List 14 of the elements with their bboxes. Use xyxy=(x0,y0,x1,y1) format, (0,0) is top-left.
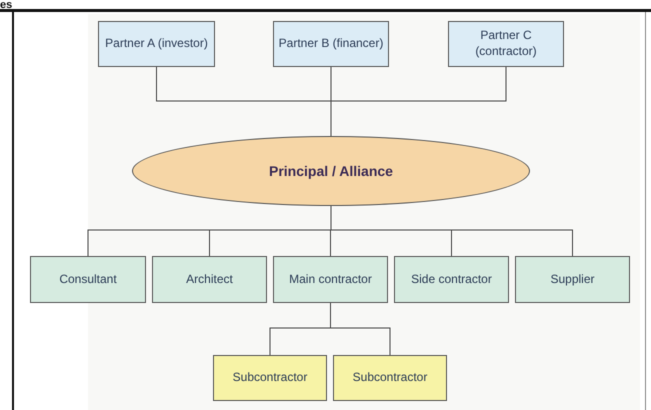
org-box: Partner C (contractor) xyxy=(448,21,564,67)
connector-line xyxy=(330,302,390,356)
org-box: Subcontractor xyxy=(213,355,327,401)
org-box: Partner A (investor) xyxy=(98,21,215,67)
org-box: Supplier xyxy=(515,256,630,303)
heading-fragment: es xyxy=(0,0,12,11)
org-box: Main contractor xyxy=(273,256,388,303)
org-box: Consultant xyxy=(30,256,146,303)
org-box: Side contractor xyxy=(394,256,509,303)
org-box: Subcontractor xyxy=(333,355,447,401)
connector-line xyxy=(330,66,506,136)
org-box: Partner B (financer) xyxy=(273,21,389,67)
connector-line xyxy=(330,206,573,256)
org-box: Architect xyxy=(152,256,267,303)
